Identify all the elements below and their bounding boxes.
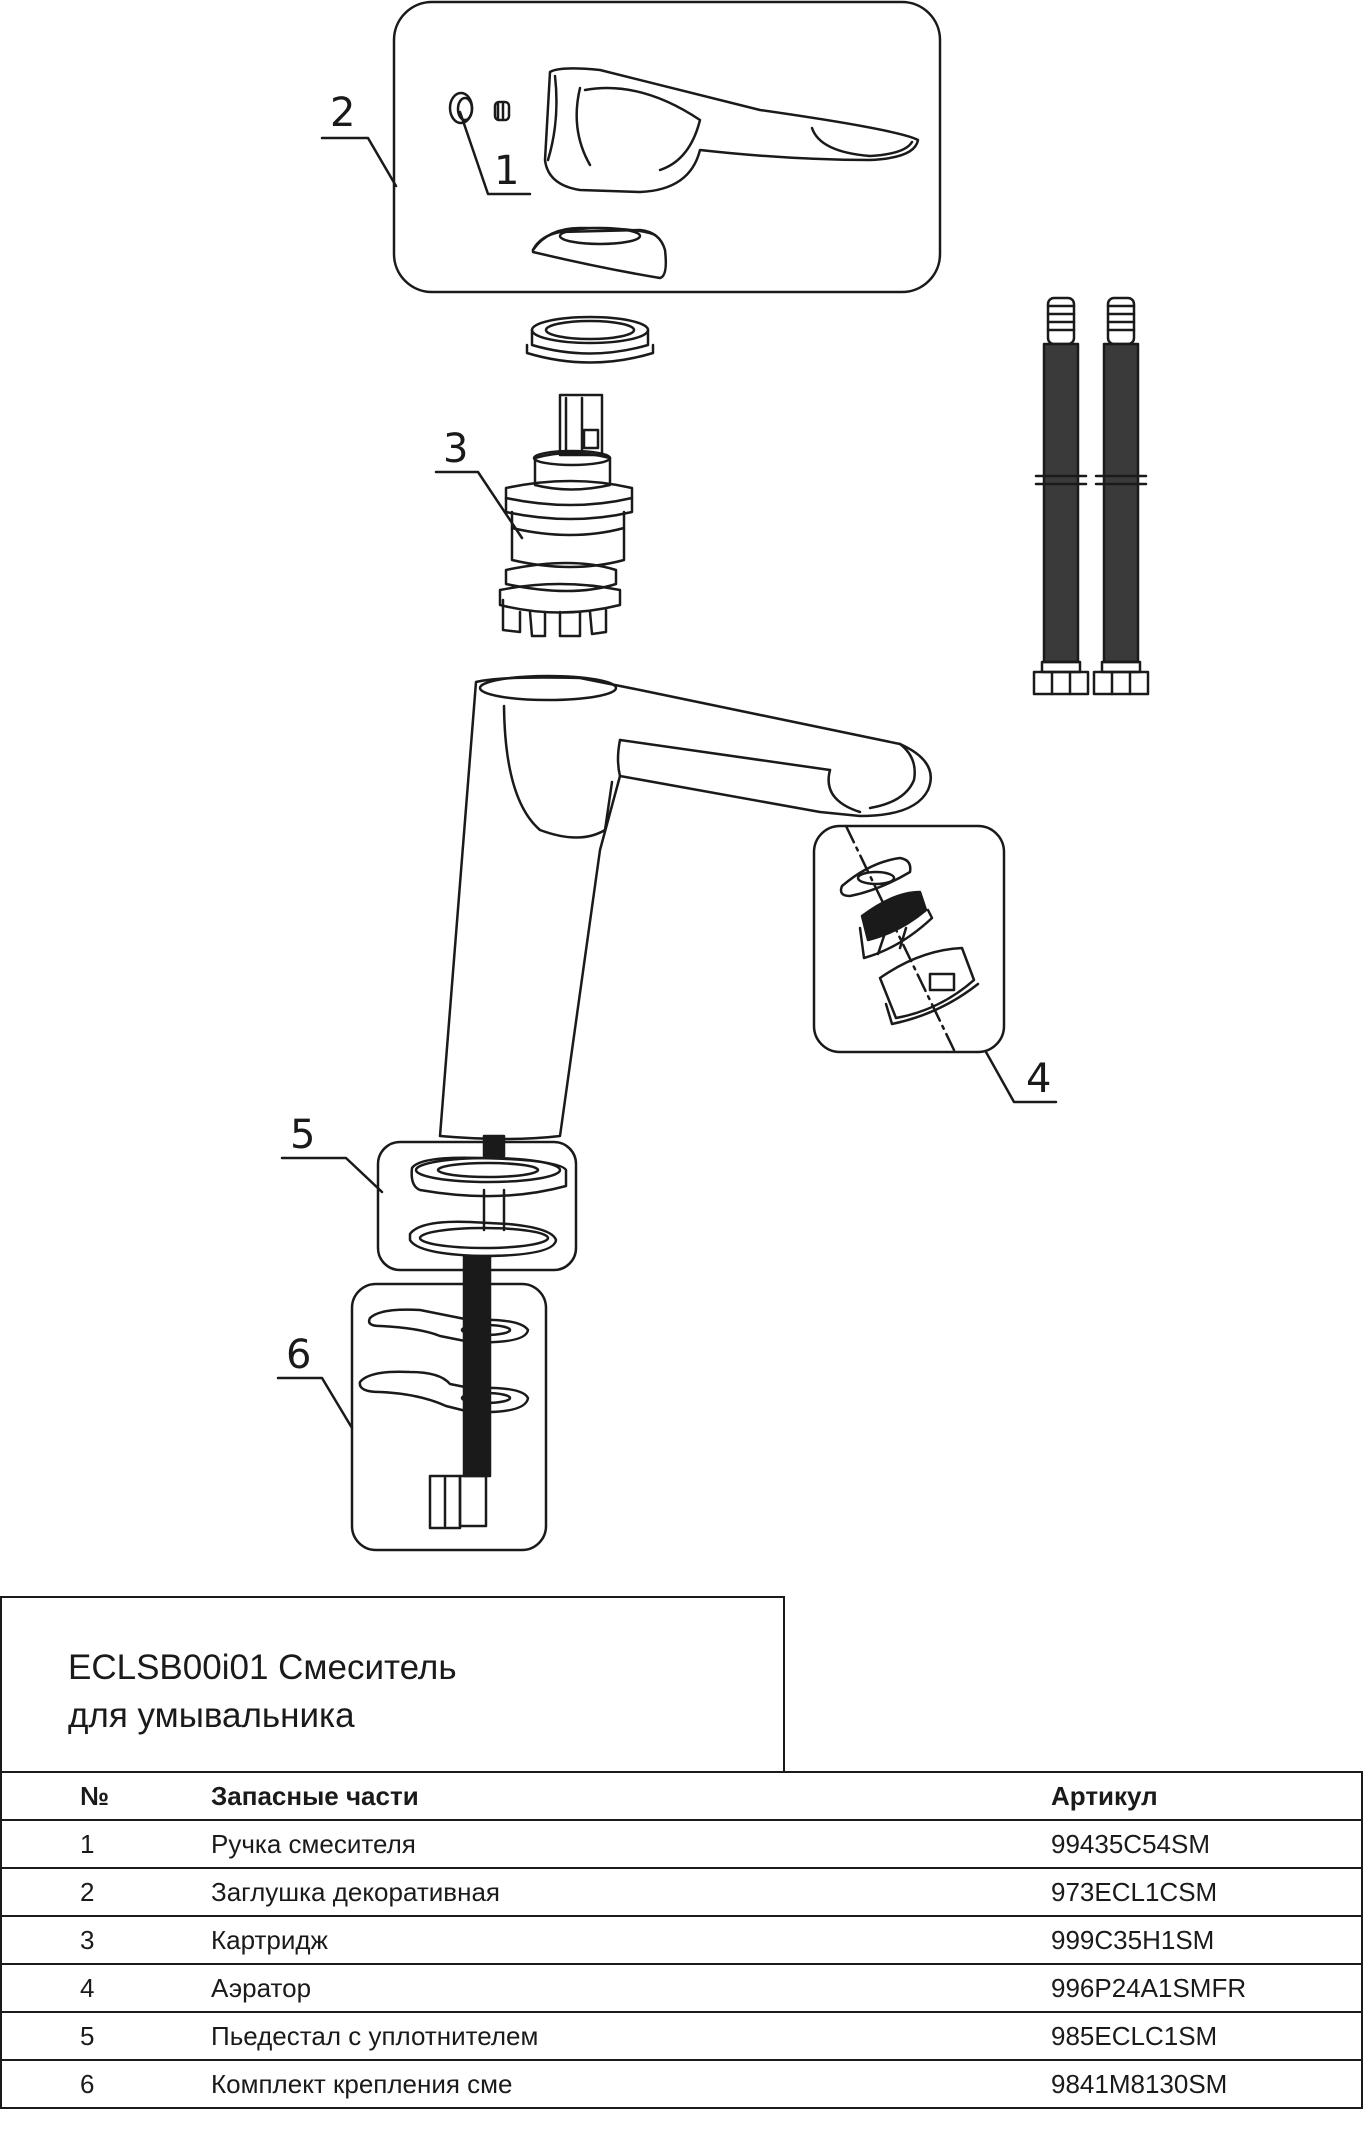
callout-leader-4 [984, 1050, 1058, 1104]
row-part-name: Аэратор [151, 1963, 1051, 2013]
row-part-name: Комплект крепления сме [151, 2059, 1051, 2109]
header-spare-parts: Запасные части [151, 1771, 1051, 1821]
mounting-kit [358, 1254, 530, 1530]
table-row: 3 Картридж 999C35H1SM [0, 1915, 1363, 1965]
title-line-2: для умывальника [68, 1696, 355, 1735]
row-number: 6 [0, 2059, 151, 2109]
group-box-2 [392, 0, 942, 294]
table-row: 2 Заглушка декоративная 973ECL1CSM [0, 1867, 1363, 1917]
group-box-4 [812, 824, 1006, 1054]
exploded-view-diagram: 1 2 3 [276, 0, 1150, 1552]
row-article: 999C35H1SM [1051, 1915, 1363, 1965]
callout-leader-5 [280, 1156, 384, 1194]
callout-4: 4 [1026, 1056, 1051, 1102]
spare-parts-table: № Запасные части Артикул 1 Ручка смесите… [0, 1771, 1363, 2109]
product-title: ECLSB00i01 Смеситель для умывальника [68, 1644, 457, 1740]
header-article: Артикул [1051, 1771, 1363, 1821]
mixer-body [438, 674, 933, 1141]
row-part-name: Пьедестал с уплотнителем [151, 2011, 1051, 2061]
table-row: 5 Пьедестал с уплотнителем 985ECLC1SM [0, 2011, 1363, 2061]
row-part-name: Ручка смесителя [151, 1819, 1051, 1869]
row-article: 9841M8130SM [1051, 2059, 1363, 2109]
base-cover [531, 226, 668, 280]
callout-2: 2 [330, 90, 355, 136]
callout-leader-6 [276, 1376, 354, 1430]
flexible-hose-right [1092, 296, 1150, 696]
cartridge-nut [525, 315, 655, 364]
row-article: 985ECLC1SM [1051, 2011, 1363, 2061]
callout-3: 3 [443, 426, 468, 472]
row-number: 1 [0, 1819, 151, 1869]
row-number: 2 [0, 1867, 151, 1917]
title-line-1: ECLSB00i01 Смеситель [68, 1648, 457, 1687]
callout-5: 5 [290, 1112, 315, 1158]
callout-leader-2 [320, 136, 398, 188]
row-number: 4 [0, 1963, 151, 2013]
row-article: 99435C54SM [1051, 1819, 1363, 1869]
cartridge [498, 393, 634, 638]
header-number: № [0, 1771, 151, 1821]
callout-1: 1 [494, 148, 519, 194]
row-article: 973ECL1CSM [1051, 1867, 1363, 1917]
flexible-hose-left [1032, 296, 1090, 696]
row-number: 3 [0, 1915, 151, 1965]
pedestal [408, 1134, 568, 1258]
table-row: 1 Ручка смесителя 99435C54SM [0, 1819, 1363, 1869]
table-row: 6 Комплект крепления сме 9841M8130SM [0, 2059, 1363, 2109]
group-box-6 [350, 1282, 548, 1552]
callout-leader-3 [434, 470, 524, 540]
row-article: 996P24A1SMFR [1051, 1963, 1363, 2013]
callout-6: 6 [286, 1332, 311, 1378]
row-number: 5 [0, 2011, 151, 2061]
table-row: 4 Аэратор 996P24A1SMFR [0, 1963, 1363, 2013]
row-part-name: Заглушка декоративная [151, 1867, 1051, 1917]
table-header-row: № Запасные части Артикул [0, 1771, 1363, 1821]
group-box-5 [376, 1140, 578, 1272]
callout-leader-1 [458, 110, 532, 196]
title-box: ECLSB00i01 Смеситель для умывальника [0, 1596, 785, 1771]
mixer-handle [543, 67, 920, 194]
aerator [839, 824, 980, 1052]
row-part-name: Картридж [151, 1915, 1051, 1965]
decorative-cap [448, 91, 511, 125]
